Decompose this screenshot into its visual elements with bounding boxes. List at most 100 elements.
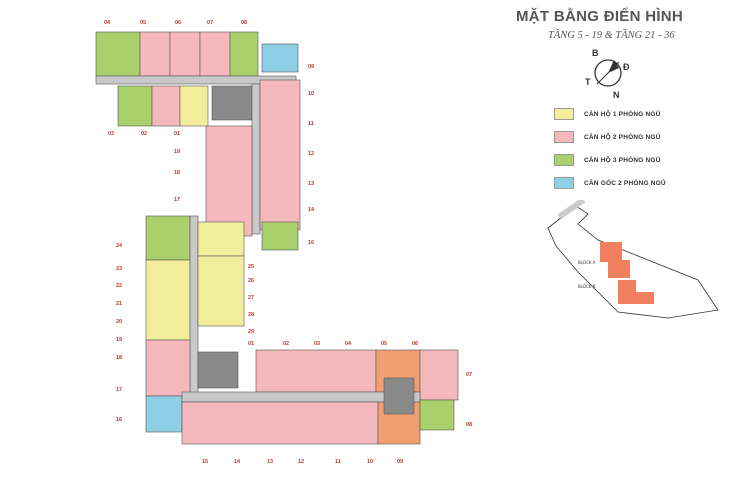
unit-2br [419,349,459,401]
left-wing [145,215,245,433]
unit-number: 17 [116,387,123,393]
unit-number: 04 [345,341,352,347]
block-b-shape [618,280,654,304]
unit-corner [145,395,183,433]
unit-number: 01 [174,131,181,137]
unit-number: 08 [241,20,248,26]
unit-2br [205,125,253,237]
unit-number: 15 [202,459,209,465]
core [211,85,253,121]
unit-number: 13 [267,459,274,465]
core [383,377,415,415]
unit-3br [419,399,455,431]
compass-icon: B Đ T N [585,48,630,98]
unit-3br [261,221,299,251]
unit-number: 07 [207,20,214,26]
unit-number: 10 [367,459,374,465]
unit-2br [139,31,171,77]
corridor [189,215,199,397]
unit-number: 16 [116,417,123,423]
unit-2br [151,85,181,127]
corridor [251,83,261,235]
page-subtitle: TẦNG 5 - 19 & TẦNG 21 - 36 [548,30,675,41]
unit-number: 23 [116,266,123,272]
unit-number: 10 [308,91,315,97]
unit-number: 19 [174,149,181,155]
compass-label-t: T [585,77,591,87]
unit-number: 05 [140,20,147,26]
unit-number: 24 [116,243,123,249]
unit-number: 05 [381,341,388,347]
compass-label-b: B [592,48,599,58]
legend-swatch-3br [554,154,574,166]
unit-number: 12 [298,459,305,465]
unit-3br [95,31,141,77]
unit-number: 12 [308,151,315,157]
unit-number: 16 [308,240,315,246]
compass-label-n: N [613,90,620,98]
legend-item-2br: CĂN HỘ 2 PHÒNG NGỦ [554,131,666,143]
unit-number: 08 [466,422,473,428]
legend-item-3br: CĂN HỘ 3 PHÒNG NGỦ [554,154,666,166]
unit-number: 21 [116,301,123,307]
block-a-label: BLOCK A [578,260,596,265]
legend-swatch-corner [554,177,574,189]
unit-3br [117,85,153,127]
unit-number: 09 [308,64,315,70]
unit-2br [169,31,201,77]
block-b-label: BLOCK B [578,284,596,289]
unit-number: 27 [248,295,255,301]
unit-number: 02 [283,341,290,347]
unit-1br [145,259,191,341]
unit-number: 03 [108,131,115,137]
unit-3br [145,215,191,261]
legend-swatch-1br [554,108,574,120]
legend-swatch-2br [554,131,574,143]
block-a-shape [600,242,630,278]
core [197,351,239,389]
unit-number: 13 [308,181,315,187]
compass-label-d: Đ [623,62,630,72]
unit-number: 09 [397,459,404,465]
unit-number: 29 [248,329,255,335]
legend-label-3br: CĂN HỘ 3 PHÒNG NGỦ [584,156,661,164]
unit-1br [179,85,209,127]
unit-number: 17 [174,197,181,203]
unit-number: 20 [116,319,123,325]
unit-number: 11 [308,121,314,127]
legend-label-1br: CĂN HỘ 1 PHÒNG NGỦ [584,110,661,118]
legend-label-corner: CĂN GÓC 2 PHÒNG NGỦ [584,179,666,187]
legend-item-1br: CĂN HỘ 1 PHÒNG NGỦ [554,108,666,120]
legend-item-corner: CĂN GÓC 2 PHÒNG NGỦ [554,177,666,189]
bottom-wing [181,349,459,445]
unit-number: 25 [248,264,255,270]
unit-number: 03 [314,341,321,347]
unit-1br [197,221,245,257]
site-road [557,200,586,220]
unit-number: 19 [116,337,123,343]
unit-2br [199,31,231,77]
unit-number: 01 [248,341,255,347]
floor-plan [95,31,459,445]
unit-number: 18 [116,355,123,361]
unit-number: 14 [234,459,241,465]
unit-2br [259,79,301,231]
unit-number: 28 [248,312,255,318]
unit-3br [229,31,259,77]
unit-2br [255,349,377,393]
unit-number: 14 [308,207,315,213]
site-boundary [547,205,719,319]
legend-label-2br: CĂN HỘ 2 PHÒNG NGỦ [584,133,661,141]
unit-1br [197,255,245,327]
unit-2br [145,339,191,397]
unit-2br [181,401,379,445]
unit-number: 07 [466,372,473,378]
unit-number: 11 [335,459,341,465]
unit-number: 06 [412,341,419,347]
unit-corner [261,43,299,73]
site-map: BLOCK A BLOCK B [547,200,719,319]
unit-number: 18 [174,170,181,176]
unit-number: 04 [104,20,111,26]
unit-number: 02 [141,131,148,137]
upper-block [95,31,301,251]
